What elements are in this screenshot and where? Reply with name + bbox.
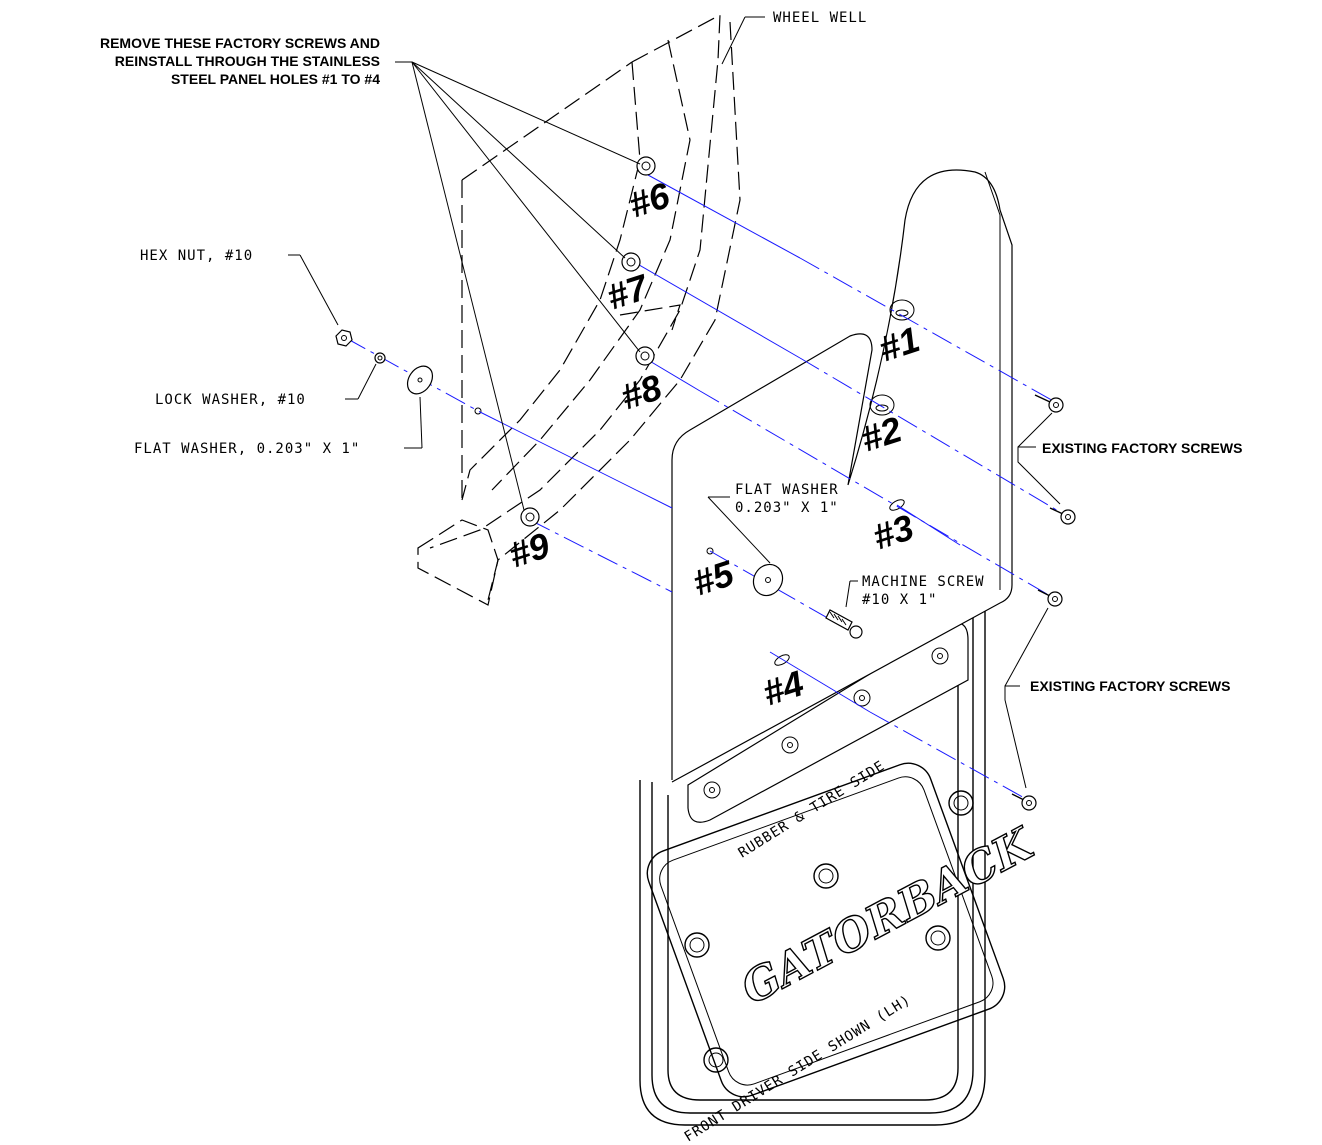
flat-washer-center-line-2: 0.203" X 1" bbox=[735, 500, 839, 516]
flat-washer-left-label: FLAT WASHER, 0.203" X 1" bbox=[134, 441, 360, 457]
hole-number-6: #6 bbox=[624, 174, 676, 226]
existing-screws-upper-label: EXISTING FACTORY SCREWS bbox=[1042, 440, 1242, 456]
labels: REMOVE THESE FACTORY SCREWS AND REINSTAL… bbox=[100, 10, 1242, 694]
centerlines bbox=[345, 174, 1066, 801]
hole-number-8: #8 bbox=[616, 366, 667, 417]
hex-nut-label: HEX NUT, #10 bbox=[140, 248, 253, 264]
remove-screws-callout-line-2: REINSTALL THROUGH THE STAINLESS bbox=[115, 53, 380, 69]
lock-washer-label: LOCK WASHER, #10 bbox=[155, 392, 306, 408]
wheel-well-label: WHEEL WELL bbox=[773, 10, 867, 26]
hole-number-7: #7 bbox=[602, 266, 655, 318]
wheel-well bbox=[417, 13, 741, 606]
brand-logo: GATORBACK bbox=[733, 818, 1042, 1015]
existing-screws-lower-label: EXISTING FACTORY SCREWS bbox=[1030, 678, 1230, 694]
wheel-well-holes bbox=[520, 156, 656, 527]
remove-screws-callout-line-3: STEEL PANEL HOLES #1 TO #4 bbox=[171, 71, 380, 87]
stainless-steel-panel bbox=[671, 169, 1013, 783]
remove-screws-callout-line-1: REMOVE THESE FACTORY SCREWS AND bbox=[100, 35, 380, 51]
existing-factory-screws bbox=[1011, 394, 1076, 811]
machine-screw-line-1: MACHINE SCREW bbox=[862, 574, 985, 590]
hole-number-9: #9 bbox=[504, 524, 555, 575]
flat-washer-center-line-1: FLAT WASHER bbox=[735, 482, 839, 498]
leader-lines bbox=[288, 16, 1061, 789]
machine-screw-line-2: #10 X 1" bbox=[862, 592, 937, 608]
hardware bbox=[335, 329, 863, 639]
